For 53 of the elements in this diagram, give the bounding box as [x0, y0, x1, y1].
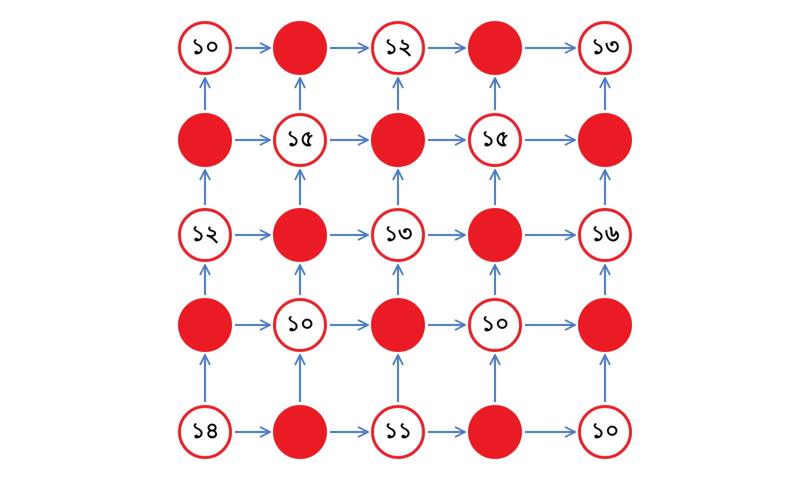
arrow — [525, 229, 576, 241]
arrow — [330, 426, 369, 438]
arrow — [599, 264, 611, 295]
arrow — [330, 42, 369, 54]
arrow — [392, 264, 404, 295]
number-label: ১৩ — [384, 224, 412, 246]
number-label: ১৫ — [481, 129, 509, 151]
arrow — [330, 229, 369, 241]
number-label: ১৬ — [591, 224, 619, 246]
arrow — [489, 77, 501, 110]
arrow — [525, 42, 576, 54]
arrow — [489, 354, 501, 402]
arrow — [294, 169, 306, 205]
number-label: ১৪ — [191, 421, 219, 443]
arrow — [428, 134, 466, 146]
arrow — [199, 264, 211, 295]
arrow — [525, 134, 576, 146]
arrow — [235, 319, 271, 331]
number-label: ১৩ — [591, 37, 619, 59]
number-label: ১০ — [591, 421, 619, 443]
number-label: ১১ — [384, 421, 412, 443]
arrow — [199, 169, 211, 205]
arrow — [235, 42, 271, 54]
arrow — [235, 229, 271, 241]
arrow — [525, 319, 576, 331]
arrow — [489, 169, 501, 205]
number-label: ১০ — [191, 37, 219, 59]
arrow — [294, 77, 306, 110]
arrow — [489, 264, 501, 295]
arrow — [428, 42, 466, 54]
arrow — [428, 319, 466, 331]
number-label: ১২ — [384, 37, 412, 59]
arrow — [392, 354, 404, 402]
arrow — [428, 426, 466, 438]
arrow — [199, 354, 211, 402]
arrow — [392, 77, 404, 110]
number-label: ১৫ — [286, 129, 314, 151]
arrow — [599, 77, 611, 110]
arrow — [392, 169, 404, 205]
number-label: ১২ — [191, 224, 219, 246]
number-label: ১০ — [286, 314, 314, 336]
arrow — [199, 77, 211, 110]
arrow — [294, 264, 306, 295]
arrow — [525, 426, 576, 438]
arrow — [235, 134, 271, 146]
arrow — [599, 354, 611, 402]
arrow — [235, 426, 271, 438]
arrow — [330, 134, 369, 146]
arrow — [599, 169, 611, 205]
arrow — [330, 319, 369, 331]
number-label: ১০ — [481, 314, 509, 336]
arrow — [294, 354, 306, 402]
arrow — [428, 229, 466, 241]
